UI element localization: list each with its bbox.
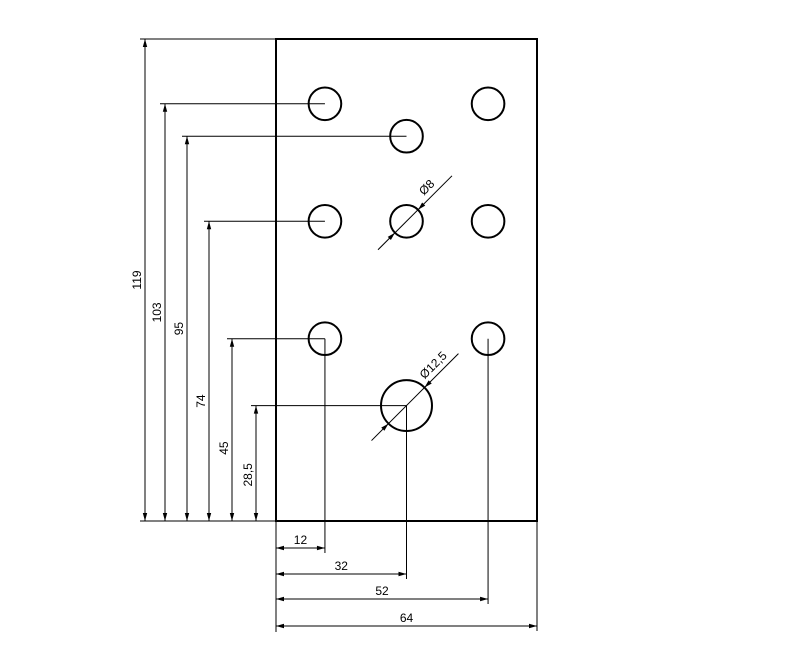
vertical-dim-label-1: 103 <box>150 302 164 322</box>
diameter-label-1: Ø12,5 <box>417 348 450 381</box>
vertical-dim-label-2: 95 <box>172 322 186 336</box>
horizontal-dim-arrow-left-0 <box>276 545 284 551</box>
horizontal-dim-label-2: 52 <box>375 584 389 598</box>
vertical-dim-label-3: 74 <box>194 394 208 408</box>
diameter-arrow-lower-0 <box>387 232 395 241</box>
horizontal-dim-arrow-right-3 <box>529 623 537 629</box>
horizontal-dim-arrow-right-1 <box>398 571 407 577</box>
diameter-arrow-lower-1 <box>381 423 389 431</box>
vertical-dim-arrow-top-0 <box>142 39 148 47</box>
vertical-dim-arrow-top-4 <box>229 338 235 347</box>
horizontal-dim-label-3: 64 <box>400 611 414 625</box>
vertical-dim-arrow-bottom-0 <box>142 513 148 521</box>
diameter-arrow-upper-1 <box>424 380 432 388</box>
horizontal-dim-label-1: 32 <box>335 559 349 573</box>
horizontal-dim-arrow-left-3 <box>276 623 284 629</box>
diameter-leader-0 <box>377 175 453 251</box>
diameter-arrow-upper-0 <box>418 202 426 210</box>
diameter-label-0: Ø8 <box>416 177 437 198</box>
horizontal-dim-arrow-left-1 <box>276 571 284 577</box>
vertical-dim-arrow-top-2 <box>184 136 190 145</box>
hole-6 <box>470 203 506 239</box>
horizontal-dim-label-0: 12 <box>294 533 308 547</box>
vertical-dim-label-5: 28,5 <box>241 463 255 487</box>
vertical-dim-label-4: 45 <box>217 441 231 455</box>
hole-2 <box>470 86 506 122</box>
vertical-dim-arrow-bottom-2 <box>184 513 190 521</box>
vertical-dim-label-0: 119 <box>130 270 144 289</box>
vertical-dim-arrow-bottom-3 <box>206 513 212 521</box>
horizontal-dim-arrow-left-2 <box>276 596 284 602</box>
horizontal-dim-arrow-right-0 <box>316 545 325 551</box>
vertical-dim-arrow-top-1 <box>162 103 168 112</box>
vertical-dim-arrow-top-3 <box>206 221 212 230</box>
vertical-dim-arrow-top-5 <box>253 405 259 414</box>
vertical-dim-arrow-bottom-5 <box>253 513 259 521</box>
vertical-dim-arrow-bottom-1 <box>162 513 168 521</box>
hole-5 <box>389 203 424 239</box>
vertical-dim-arrow-bottom-4 <box>229 513 235 521</box>
horizontal-dim-arrow-right-2 <box>480 596 489 602</box>
